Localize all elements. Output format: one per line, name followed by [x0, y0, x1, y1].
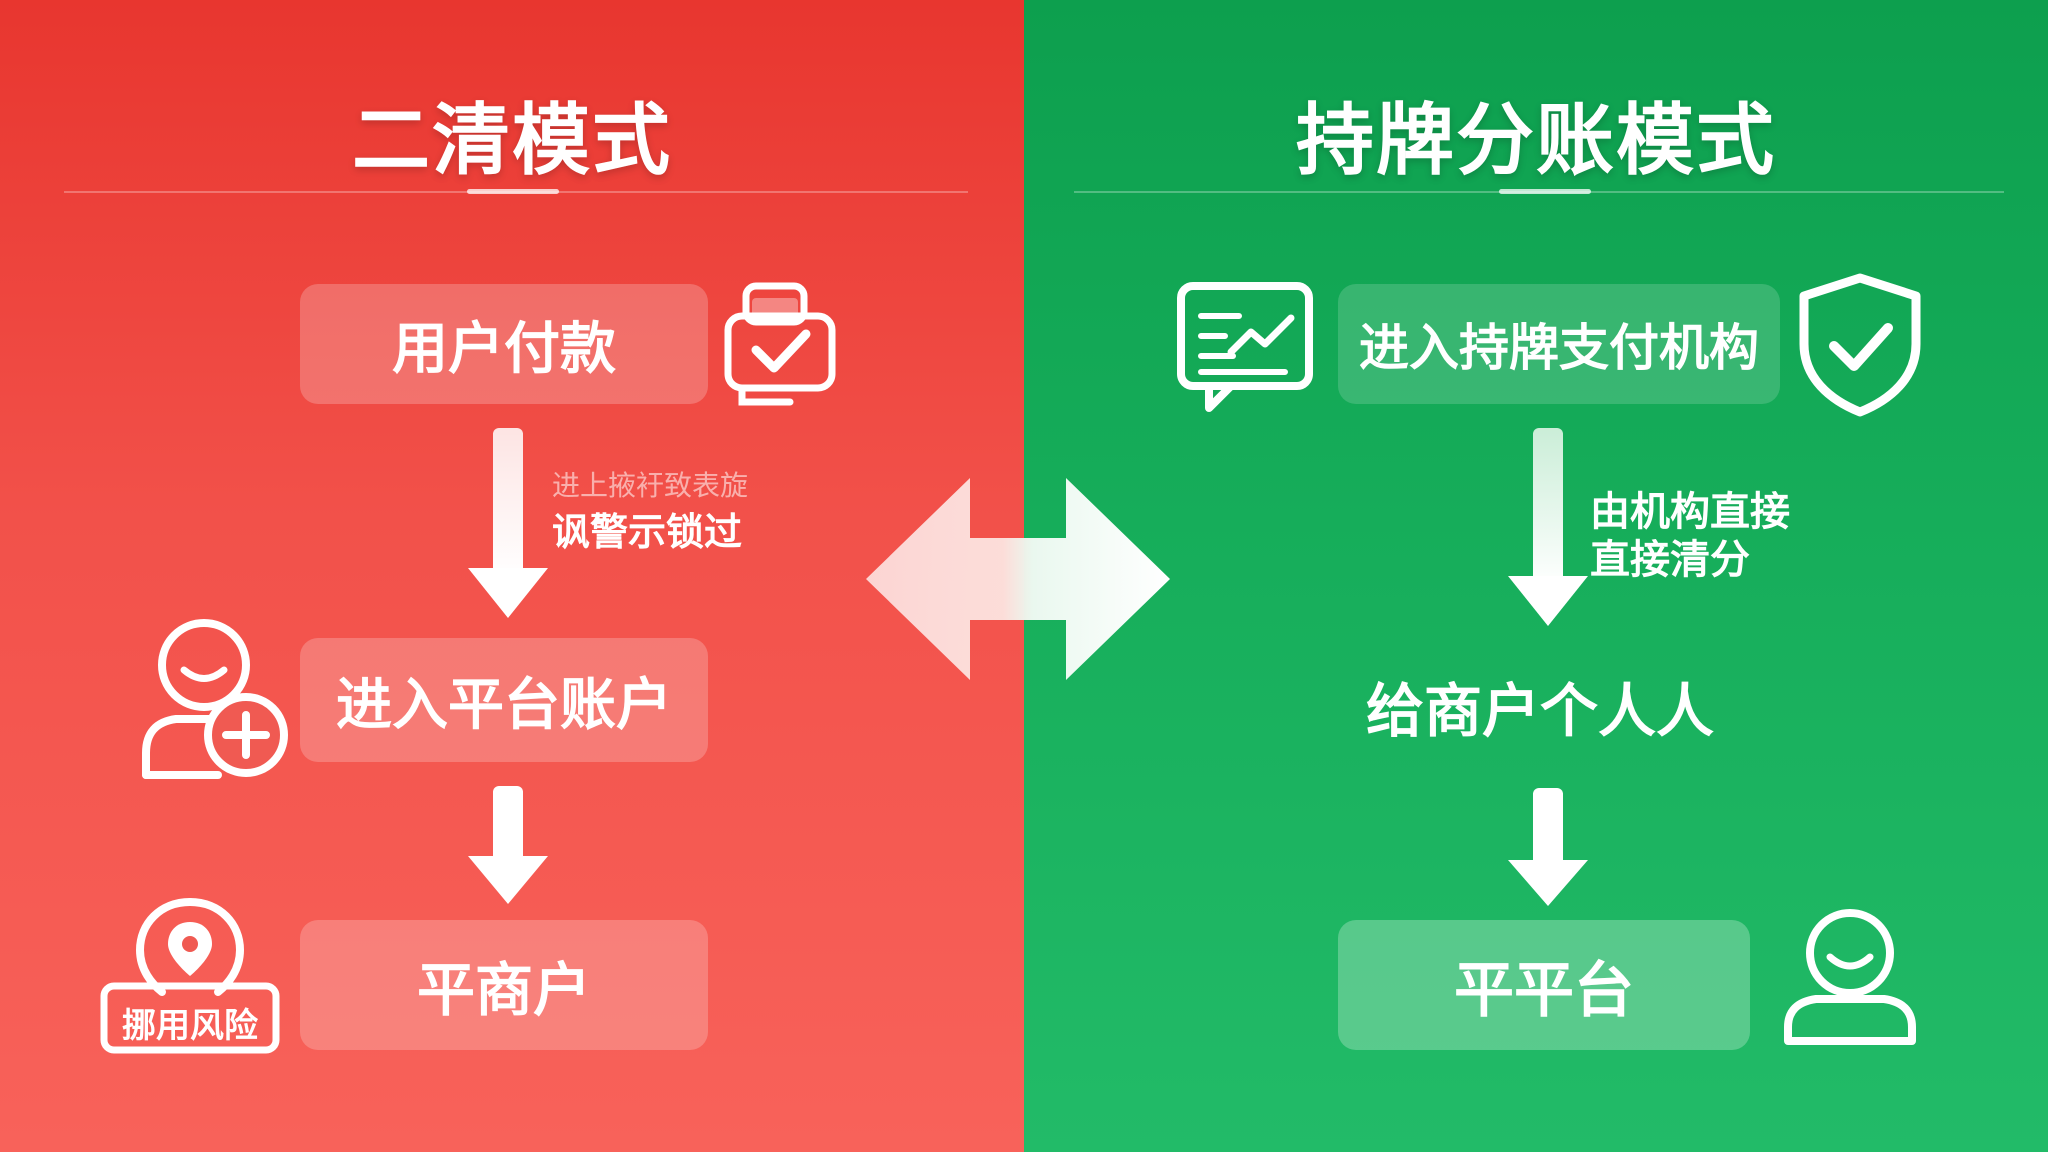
- left-arrow-down-1: [468, 428, 548, 618]
- user-add-icon: [142, 619, 288, 779]
- printer-check-icon: [724, 282, 836, 406]
- right-arrow-down-1: [1508, 428, 1588, 626]
- risk-badge: 挪用风险: [122, 1006, 258, 1046]
- right-note-line1: 由机构直接: [1590, 489, 1790, 535]
- right-step-merchant-personal: 给商户个人人: [1365, 677, 1714, 745]
- left-step-merchant: 平商户: [300, 920, 708, 1050]
- right-title: 持牌分账模式: [1295, 96, 1776, 186]
- user-icon: [1784, 909, 1916, 1045]
- right-arrow-down-2: [1508, 788, 1588, 906]
- left-arrow-down-2: [468, 786, 548, 904]
- right-note-line2: 直接清分: [1590, 537, 1750, 583]
- right-divider-accent: [1499, 189, 1591, 194]
- left-note-faded: 进上掖衧致表旋: [552, 469, 749, 502]
- left-step-platform-account: 进入平台账户: [300, 638, 708, 762]
- chat-chart-icon: [1177, 282, 1313, 412]
- location-pin-icon: [100, 898, 280, 1054]
- left-divider-accent: [467, 189, 559, 194]
- left-note-main: 讽警示锁过: [552, 510, 743, 554]
- left-title: 二清模式: [351, 96, 672, 186]
- shield-check-icon: [1799, 273, 1921, 417]
- right-step-platform: 平平台: [1338, 920, 1750, 1050]
- left-step-user-payment: 用户付款: [300, 284, 708, 404]
- right-step-licensed-institution: 进入持牌支付机构: [1338, 284, 1780, 404]
- double-arrow-icon: [866, 478, 1170, 680]
